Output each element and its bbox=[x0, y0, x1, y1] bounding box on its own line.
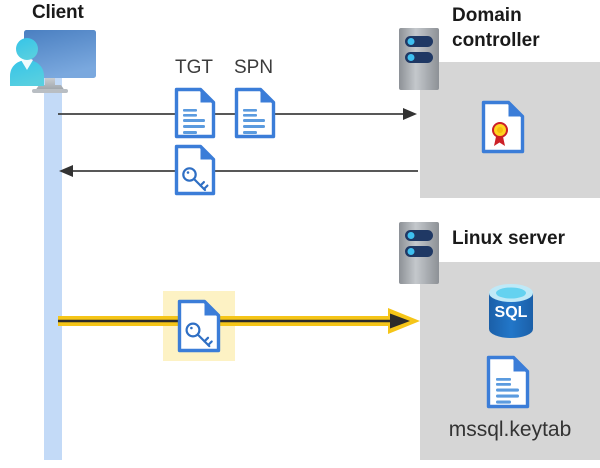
domain-controller-label: Domain controller bbox=[452, 5, 540, 51]
key-glyph bbox=[182, 167, 209, 192]
service-ticket-document-icon-2 bbox=[177, 299, 221, 353]
domain-controller-server-icon bbox=[399, 28, 439, 90]
spn-label: SPN bbox=[234, 57, 274, 78]
certificate-document-icon bbox=[481, 100, 525, 154]
linux-server-label: Linux server bbox=[452, 228, 565, 249]
service-ticket-document-icon bbox=[174, 144, 216, 196]
tgt-document-icon bbox=[174, 87, 216, 139]
key-glyph-2 bbox=[185, 322, 213, 348]
message-1-arrow bbox=[58, 106, 418, 122]
sql-database-icon: SQL bbox=[486, 283, 536, 341]
client-label: Client bbox=[32, 2, 84, 23]
sql-database-text: SQL bbox=[495, 304, 528, 321]
user-computer-icon bbox=[4, 26, 100, 98]
message-3-arrow bbox=[58, 308, 420, 334]
keytab-filename-label: mssql.keytab bbox=[448, 418, 572, 441]
tgt-label: TGT bbox=[175, 57, 213, 78]
message-2-arrow bbox=[58, 163, 418, 179]
client-lifeline bbox=[44, 75, 62, 460]
spn-document-icon bbox=[234, 87, 276, 139]
keytab-document-icon bbox=[486, 355, 530, 409]
linux-server-icon bbox=[399, 222, 439, 284]
